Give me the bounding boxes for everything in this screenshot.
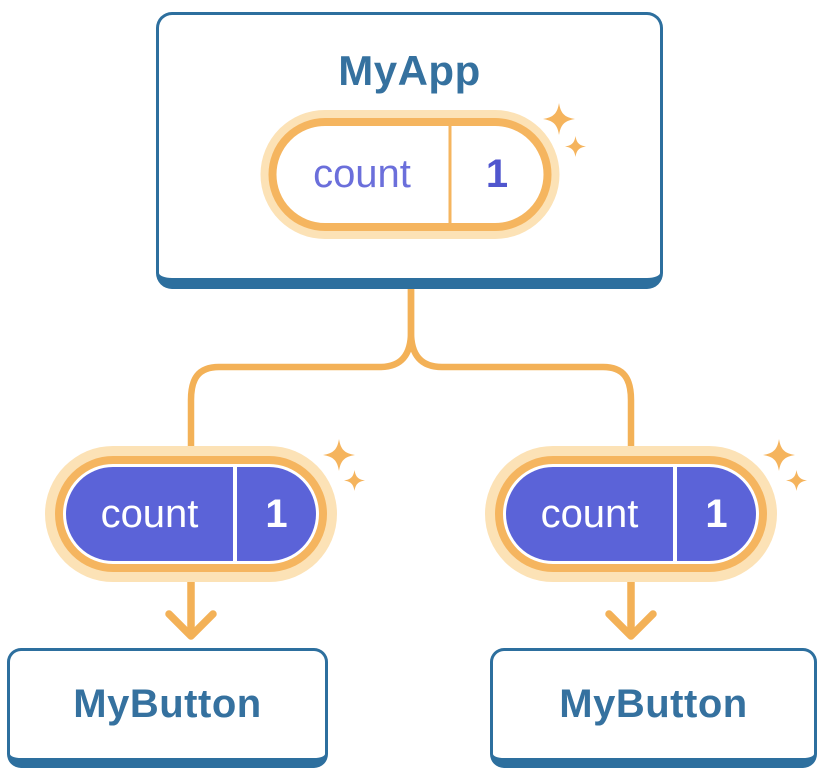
component-card-mybutton: MyButton bbox=[7, 648, 328, 768]
component-title: MyApp bbox=[338, 47, 481, 94]
prop-pill-value: 1 bbox=[233, 467, 316, 561]
component-card-myapp: MyApp count 1 bbox=[156, 12, 663, 289]
component-title: MyButton bbox=[73, 682, 262, 726]
prop-pill-label: count bbox=[100, 491, 199, 536]
state-pill-ring: count 1 bbox=[268, 118, 551, 231]
sparkle-icon bbox=[565, 136, 586, 157]
sparkle-icon bbox=[323, 439, 355, 471]
sparkle-icon bbox=[786, 470, 807, 491]
prop-pill-ring: count 1 bbox=[495, 456, 767, 572]
state-pill: count 1 bbox=[260, 110, 559, 239]
state-pill-label: count bbox=[313, 152, 411, 196]
prop-pill-ring: count 1 bbox=[55, 456, 327, 572]
prop-pill-capsule: count 1 bbox=[506, 467, 756, 561]
state-pill-value: 1 bbox=[448, 126, 543, 223]
prop-pill-label: count bbox=[540, 491, 639, 536]
sparkle-icon bbox=[763, 439, 795, 471]
component-card-mybutton: MyButton bbox=[490, 648, 817, 768]
arrow-down-icon bbox=[605, 610, 657, 640]
prop-pill-value: 1 bbox=[673, 467, 756, 561]
prop-pill: count 1 bbox=[45, 446, 337, 582]
component-title: MyButton bbox=[559, 682, 748, 726]
prop-pill: count 1 bbox=[485, 446, 777, 582]
prop-pill-capsule: count 1 bbox=[66, 467, 316, 561]
sparkle-icon bbox=[543, 103, 575, 135]
sparkle-icon bbox=[344, 470, 365, 491]
arrow-down-icon bbox=[165, 610, 217, 640]
connector-branch-right bbox=[407, 283, 635, 564]
